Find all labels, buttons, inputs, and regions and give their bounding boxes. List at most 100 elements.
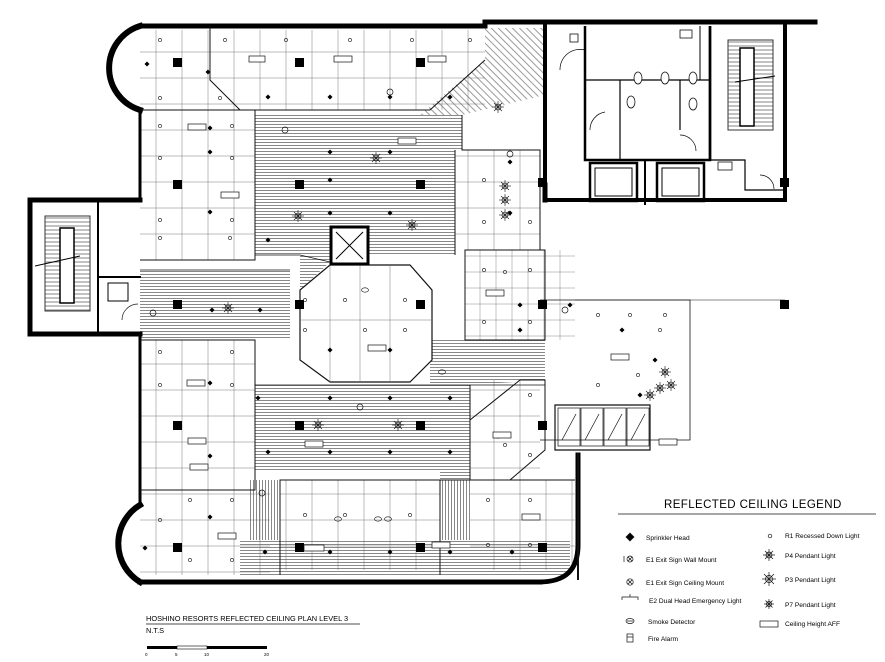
recessed-down-light-icon <box>363 328 367 332</box>
smoke-detector-icon <box>438 369 446 375</box>
ceiling-fixtures <box>142 38 677 562</box>
scale-tick-5: 5 <box>175 652 178 657</box>
sprinkler-head-icon <box>625 532 635 542</box>
sprinkler-head-icon <box>205 69 211 75</box>
smoke-detector-icon <box>625 618 635 624</box>
sprinkler-head-icon <box>207 149 213 155</box>
exterior-walls <box>27 19 818 587</box>
sprinkler-head-icon <box>327 347 333 353</box>
legend-label-smoke-detector: Smoke Detector <box>648 619 696 626</box>
recessed-down-light-icon <box>158 236 162 240</box>
recessed-down-light-icon <box>158 518 162 522</box>
sprinkler-head-icon <box>387 210 393 216</box>
recessed-down-light-icon <box>486 498 490 502</box>
recessed-down-light-icon <box>158 350 162 354</box>
legend-label-recessed-down-light: R1 Recessed Down Light <box>785 533 860 540</box>
sprinkler-head-icon <box>509 549 515 555</box>
sprinkler-head-icon <box>257 307 263 313</box>
scale-note: N.T.S <box>146 626 164 635</box>
sprinkler-head-icon <box>327 449 333 455</box>
recessed-down-light-icon <box>230 156 234 160</box>
sprinkler-head-icon <box>144 61 150 67</box>
recessed-down-light-icon <box>158 218 162 222</box>
sprinkler-head-icon <box>387 549 393 555</box>
structural-columns <box>173 58 789 552</box>
recessed-down-light-icon <box>303 513 307 517</box>
left-stair <box>34 215 139 321</box>
recessed-down-light-icon <box>230 498 234 502</box>
recessed-down-light-icon <box>303 298 307 302</box>
sprinkler-head-icon <box>387 347 393 353</box>
recessed-down-light-icon <box>482 320 486 324</box>
recessed-down-light-icon <box>528 393 532 397</box>
recessed-down-light-icon <box>596 383 600 387</box>
legend-label-fire-alarm: Fire Alarm <box>648 636 679 643</box>
recessed-down-light-icon <box>403 328 407 332</box>
drawing-title-block: HOSHINO RESORTS REFLECTED CEILING PLAN L… <box>145 614 360 657</box>
recessed-down-light-icon <box>230 218 234 222</box>
sprinkler-head-icon <box>387 94 393 100</box>
recessed-down-light-icon <box>503 443 507 447</box>
smoke-detector-icon <box>374 516 382 522</box>
sprinkler-head-icon <box>207 514 213 520</box>
recessed-down-light-icon <box>528 543 532 547</box>
recessed-down-light-icon <box>486 543 490 547</box>
recessed-down-light-icon <box>528 453 532 457</box>
sprinkler-head-icon <box>637 392 643 398</box>
recessed-down-light-icon <box>188 558 192 562</box>
legend-label-ceiling-height: Ceiling Height AFF <box>785 621 840 628</box>
sprinkler-head-icon <box>447 94 453 100</box>
recessed-down-light-icon <box>663 313 667 317</box>
smoke-detector-icon <box>506 150 514 158</box>
recessed-down-light-icon <box>482 268 486 272</box>
sprinkler-head-icon <box>327 149 333 155</box>
legend-label-p7-pendant-light: P7 Pendant Light <box>785 602 836 609</box>
central-core <box>329 225 370 266</box>
recessed-down-light-icon <box>230 350 234 354</box>
recessed-down-light-icon <box>408 513 412 517</box>
glazing-panels <box>557 407 650 447</box>
sprinkler-head-icon <box>387 395 393 401</box>
sprinkler-head-icon <box>327 549 333 555</box>
legend-label-emergency-light: E2 Dual Head Emergency Light <box>649 598 742 605</box>
legend-label-p3-pendant-light: P3 Pendant Light <box>785 577 836 584</box>
recessed-down-light-icon <box>284 38 288 42</box>
smoke-detector-icon <box>386 88 394 96</box>
sprinkler-head-icon <box>652 357 658 363</box>
recessed-down-light-icon <box>528 220 532 224</box>
smoke-detector-icon <box>149 309 157 317</box>
recessed-down-light-icon <box>348 38 352 42</box>
recessed-down-light-icon <box>230 558 234 562</box>
emergency-light-icon <box>621 594 639 600</box>
recessed-down-light-icon <box>223 38 227 42</box>
sprinkler-head-icon <box>619 327 625 333</box>
sprinkler-head-icon <box>207 125 213 131</box>
recessed-down-light-icon <box>528 320 532 324</box>
scale-tick-10: 10 <box>204 652 210 657</box>
smoke-detector-icon <box>561 306 569 314</box>
central-octagon-ceiling <box>299 264 433 383</box>
recessed-down-light-icon <box>188 498 192 502</box>
smoke-detector-icon <box>384 516 392 522</box>
scale-tick-0: 0 <box>145 652 148 657</box>
ceiling-height-tag-icon <box>759 620 779 628</box>
recessed-down-light-icon <box>158 383 162 387</box>
sprinkler-head-icon <box>507 210 513 216</box>
sprinkler-head-icon <box>517 327 523 333</box>
p7-pendant-light-icon <box>764 599 774 609</box>
sprinkler-head-icon <box>327 395 333 401</box>
sprinkler-head-icon <box>447 449 453 455</box>
recessed-down-light-icon <box>767 533 773 539</box>
recessed-down-light-icon <box>228 236 232 240</box>
sprinkler-head-icon <box>142 545 148 551</box>
sprinkler-head-icon <box>327 177 333 183</box>
recessed-down-light-icon <box>636 373 640 377</box>
recessed-down-light-icon <box>410 38 414 42</box>
recessed-down-light-icon <box>628 313 632 317</box>
legend-label-sprinkler-head: Sprinkler Head <box>646 535 690 542</box>
recessed-down-light-icon <box>158 156 162 160</box>
legend-title: REFLECTED CEILING LEGEND <box>664 499 842 511</box>
service-core <box>559 26 785 205</box>
sprinkler-head-icon <box>447 395 453 401</box>
